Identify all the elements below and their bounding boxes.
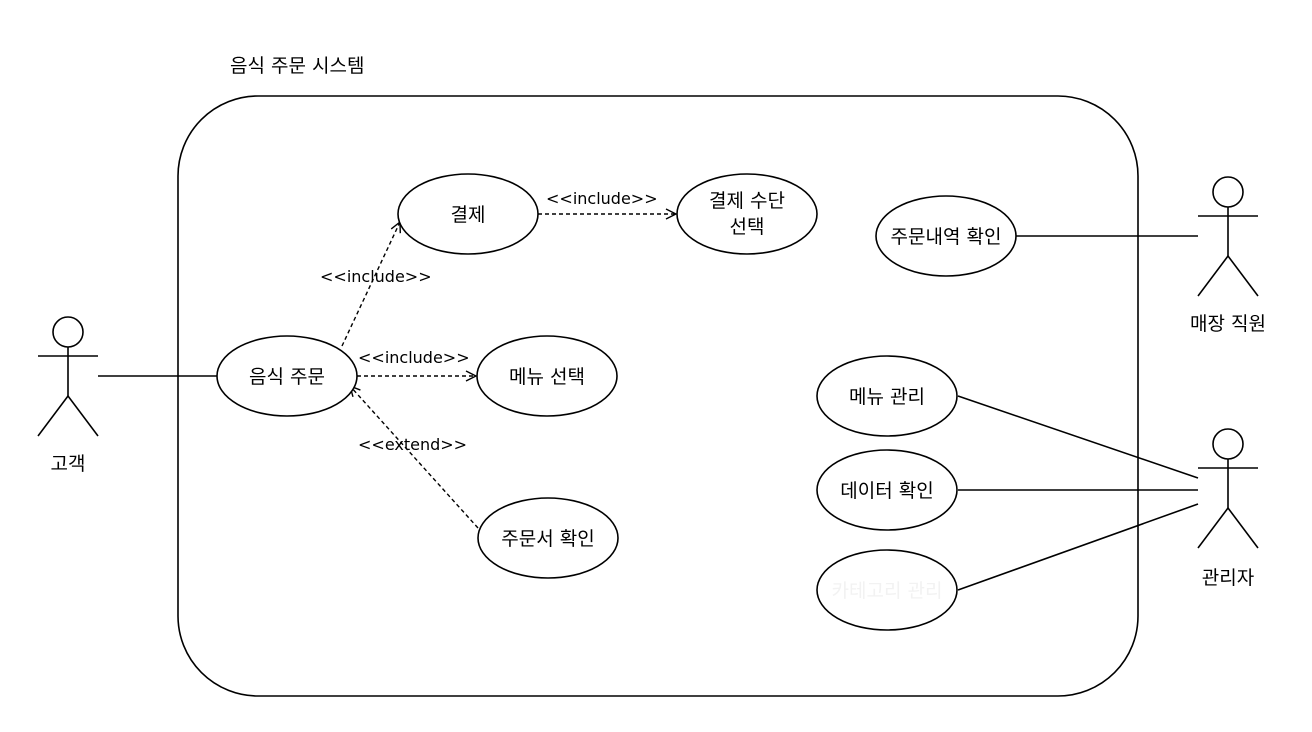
use-case-category-manage-label: 카테고리 관리 [832, 580, 943, 602]
system-title: 음식 주문 시스템 [230, 55, 364, 77]
use-case-payment[interactable]: 결제 [397, 173, 539, 255]
actor-staff-label: 매장 직원 [1190, 313, 1266, 335]
use-case-category-manage[interactable]: 카테고리 관리 [816, 549, 958, 631]
include-payment-arrow [341, 222, 400, 347]
use-case-payment-method-label-line2: 선택 [730, 216, 765, 238]
use-case-food-order-label: 음식 주문 [249, 366, 325, 388]
admin-menu-manage-link [957, 395, 1199, 479]
extend-check-arrow [350, 386, 479, 529]
use-case-menu-manage[interactable]: 메뉴 관리 [816, 355, 958, 437]
use-case-menu-select[interactable]: 메뉴 선택 [476, 335, 618, 417]
use-case-menu-select-label: 메뉴 선택 [509, 366, 585, 388]
use-case-order-history-label: 주문내역 확인 [891, 226, 1002, 248]
use-case-payment-label: 결제 [451, 204, 486, 226]
actor-admin[interactable]: 관리자 [1197, 428, 1259, 589]
use-case-order-check-label: 주문서 확인 [501, 528, 594, 550]
use-case-menu-manage-label: 메뉴 관리 [849, 386, 925, 408]
actor-staff[interactable]: 매장 직원 [1190, 176, 1266, 335]
include-method-label: <<include>> [546, 189, 658, 208]
use-case-data-check[interactable]: 데이터 확인 [816, 449, 958, 531]
use-case-order-history[interactable]: 주문내역 확인 [875, 195, 1017, 277]
extend-check-label: <<extend>> [358, 435, 467, 454]
use-case-data-check-label: 데이터 확인 [840, 480, 933, 502]
admin-category-manage-link [957, 503, 1199, 591]
use-case-payment-method-label-line1: 결제 수단 [709, 190, 785, 212]
actor-customer[interactable]: 고객 [37, 316, 99, 475]
actor-customer-label: 고객 [51, 453, 86, 475]
use-case-order-check[interactable]: 주문서 확인 [477, 497, 619, 579]
actor-admin-label: 관리자 [1202, 567, 1254, 589]
include-payment-label: <<include>> [320, 267, 432, 286]
include-menu-label: <<include>> [358, 348, 470, 367]
use-case-food-order[interactable]: 음식 주문 [216, 335, 358, 417]
use-case-payment-method[interactable]: 결제 수단 선택 [676, 173, 818, 255]
